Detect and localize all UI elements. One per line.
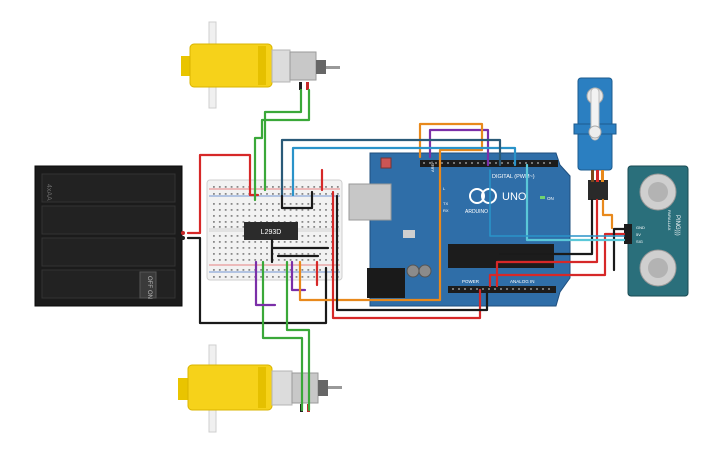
battery-switch-off-label: OFF (146, 276, 152, 288)
wire-black-gnd (335, 194, 489, 312)
wires (186, 88, 626, 412)
arduino-model-label: UNO (502, 191, 527, 203)
wire-bottom-motor-green-1 (261, 260, 304, 412)
wire-top-motor-green-2 (253, 88, 311, 202)
arduino-l-label: L (443, 186, 446, 191)
wire-top-motor-green-1 (263, 88, 303, 192)
ping-sensor[interactable]: PING))) PARALLAX GND 5V SIG (624, 165, 689, 297)
wire-sensor-red (488, 232, 626, 288)
arduino-aref-label: AREF (430, 161, 435, 172)
wire-bottom-motor-green-2 (285, 260, 311, 412)
ping-pin-sig: SIG (636, 239, 643, 244)
wire-red-rail (331, 190, 482, 320)
servo-motor[interactable] (573, 77, 617, 200)
wire-sensor-blue (489, 169, 625, 237)
wire-purple-1 (254, 260, 277, 307)
wire-servo-orange (601, 198, 614, 230)
arduino-tx-label: TX (443, 201, 448, 206)
ping-sub-label: PARALLAX (667, 210, 672, 231)
arduino-analog-label: ANALOG IN (510, 279, 535, 284)
ping-pin-gnd: GND (636, 225, 645, 230)
arduino-brand-label: ARDUINO (465, 209, 488, 215)
battery-pack[interactable]: 4xAA OFF ON (34, 165, 185, 307)
arduino-rx-label: RX (443, 208, 449, 213)
wire-battery-black (186, 236, 328, 325)
battery-cell-label: 4xAA (45, 184, 52, 201)
wire-dark-arduino (280, 138, 502, 197)
top-motor[interactable] (181, 21, 340, 109)
battery-switch-on-label: ON (146, 290, 152, 299)
wire-sensor-black (612, 227, 626, 272)
arduino-uno[interactable]: UNO ARDUINO DIGITAL (PWM~) POWER ANALOG … (348, 152, 571, 307)
arduino-on-label: ON (547, 196, 554, 201)
l293d-chip-label: L293D (261, 229, 282, 236)
bottom-motor[interactable] (178, 344, 342, 433)
wire-battery-red (186, 153, 260, 235)
wire-sensor-cyan (525, 163, 626, 242)
wire-blue-arduino (291, 146, 517, 197)
wire-servo-black (498, 198, 594, 256)
wire-orange-arduino (298, 122, 484, 302)
arduino-power-label: POWER (462, 279, 480, 284)
breadboard[interactable]: L293D (206, 179, 343, 281)
wire-black-jumper (280, 190, 314, 210)
arduino-digital-label: DIGITAL (PWM~) (492, 174, 535, 180)
ping-model-label: PING))) (674, 215, 680, 236)
ping-pin-5v: 5V (636, 232, 641, 237)
